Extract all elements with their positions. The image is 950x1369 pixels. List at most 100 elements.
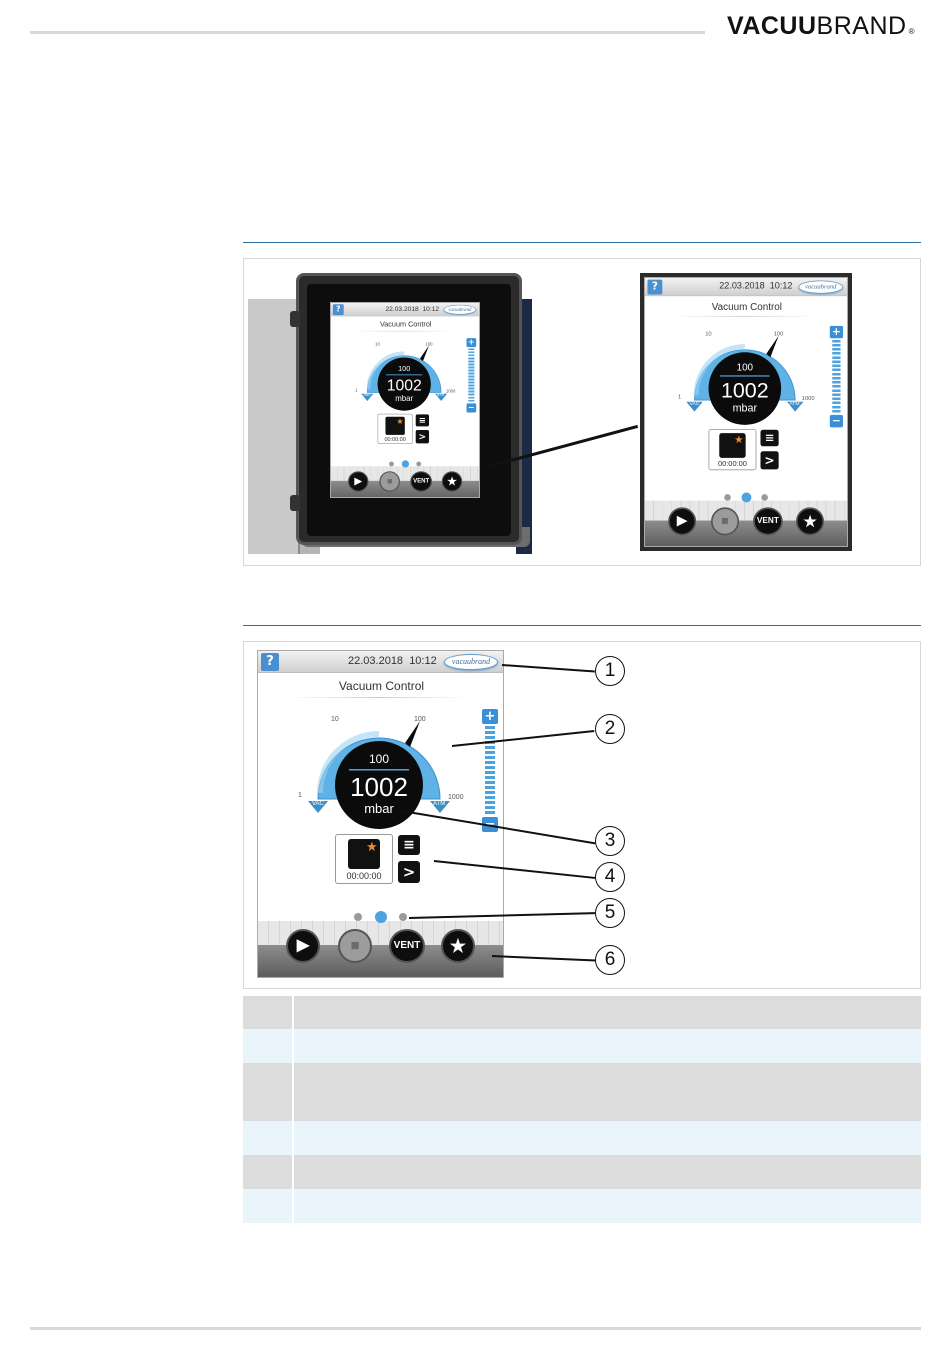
next-page-button[interactable]: > bbox=[398, 861, 420, 883]
help-button[interactable]: ? bbox=[647, 279, 663, 295]
legend-table bbox=[243, 996, 921, 1223]
pressure-scale[interactable]: + − bbox=[482, 709, 498, 833]
figure-1: ? 22.03.2018 10:12 vacuubrand Vacuum Con… bbox=[243, 258, 921, 566]
screen-title: Vacuum Control bbox=[338, 679, 425, 693]
increase-button[interactable]: + bbox=[482, 709, 498, 724]
elapsed-time: 00:00:00 bbox=[384, 436, 406, 443]
scale-ticks bbox=[485, 726, 495, 816]
svg-text:100: 100 bbox=[774, 332, 784, 338]
svg-text:10: 10 bbox=[705, 332, 711, 338]
next-page-button[interactable]: > bbox=[415, 430, 430, 444]
svg-text:ATM: ATM bbox=[789, 401, 799, 407]
increase-button[interactable]: + bbox=[466, 338, 477, 348]
elapsed-time: 00:00:00 bbox=[717, 459, 747, 468]
svg-text:1002: 1002 bbox=[721, 379, 769, 403]
stop-button[interactable]: ■ bbox=[338, 929, 372, 963]
svg-text:VAC: VAC bbox=[690, 401, 700, 407]
vacuubrand-logo: vacuubrand bbox=[444, 654, 498, 670]
process-chart-tile[interactable]: ★ 00:00:00 bbox=[377, 413, 413, 444]
stop-button[interactable]: ■ bbox=[379, 471, 400, 492]
page-dot[interactable] bbox=[389, 461, 394, 467]
status-bar: ? 22.03.2018 10:12 vacuubrand bbox=[645, 278, 847, 297]
favorites-button[interactable]: ★ bbox=[441, 929, 475, 963]
star-icon: ★ bbox=[396, 416, 404, 426]
favorites-button[interactable]: ★ bbox=[795, 507, 825, 536]
legend-row bbox=[243, 1155, 921, 1189]
svg-text:1: 1 bbox=[298, 792, 302, 799]
svg-text:10: 10 bbox=[375, 341, 380, 346]
title-divider bbox=[349, 330, 459, 332]
pressure-scale[interactable]: + − bbox=[466, 338, 477, 413]
svg-text:100: 100 bbox=[425, 341, 433, 346]
decrease-button[interactable]: − bbox=[829, 414, 843, 428]
menu-button[interactable]: ≡ bbox=[398, 835, 420, 855]
page-dot[interactable] bbox=[416, 461, 422, 467]
process-chart-tile[interactable]: ★ 00:00:00 bbox=[335, 834, 393, 884]
help-button[interactable]: ? bbox=[261, 653, 279, 671]
page-dot[interactable] bbox=[399, 913, 407, 921]
svg-text:VAC: VAC bbox=[364, 393, 372, 397]
play-button[interactable]: ▶ bbox=[668, 507, 697, 536]
page-dot[interactable] bbox=[354, 913, 362, 921]
callout-4: 4 bbox=[595, 862, 625, 892]
favorites-button[interactable]: ★ bbox=[441, 471, 463, 492]
legend-row bbox=[243, 1121, 921, 1155]
annotated-screen: ? 22.03.2018 10:12 vacuubrand Vacuum Con… bbox=[257, 650, 504, 978]
pressure-scale[interactable]: + − bbox=[829, 325, 843, 428]
vacuubrand-logo: vacuubrand bbox=[798, 280, 843, 294]
page-dot[interactable] bbox=[761, 494, 768, 501]
play-button[interactable]: ▶ bbox=[347, 471, 369, 492]
callout-line-1 bbox=[501, 664, 595, 672]
callout-2: 2 bbox=[595, 714, 625, 744]
svg-text:10: 10 bbox=[331, 716, 339, 723]
svg-text:1: 1 bbox=[355, 387, 358, 392]
device-screen: ? 22.03.2018 10:12 vacuubrand Vacuum Con… bbox=[330, 302, 480, 498]
play-button[interactable]: ▶ bbox=[286, 929, 320, 963]
vacuum-gauge: VAC ATM 1 10 100 1000 100 1002 mbar bbox=[294, 703, 464, 829]
svg-text:100: 100 bbox=[737, 362, 754, 373]
svg-text:ATM: ATM bbox=[433, 801, 445, 807]
date-time: 22.03.2018 10:12 bbox=[385, 305, 440, 313]
page-dot-active[interactable] bbox=[741, 492, 752, 503]
page-dot-active[interactable] bbox=[375, 911, 387, 923]
scale-ticks bbox=[832, 339, 841, 415]
legend-row bbox=[243, 1189, 921, 1223]
title-divider bbox=[288, 697, 468, 698]
help-button[interactable]: ? bbox=[332, 304, 344, 316]
svg-text:VAC: VAC bbox=[312, 801, 325, 807]
svg-text:1000: 1000 bbox=[802, 396, 815, 402]
vent-button[interactable]: VENT bbox=[753, 507, 783, 536]
svg-text:1000: 1000 bbox=[446, 389, 456, 394]
page-dot[interactable] bbox=[724, 494, 731, 501]
svg-text:mbar: mbar bbox=[395, 394, 413, 403]
figure-2-rule bbox=[243, 625, 921, 626]
vent-button[interactable]: VENT bbox=[410, 471, 433, 492]
decrease-button[interactable]: − bbox=[466, 403, 477, 413]
screen-title: Vacuum Control bbox=[379, 319, 432, 329]
next-page-button[interactable]: > bbox=[760, 451, 779, 470]
device-housing bbox=[248, 299, 300, 554]
callout-3: 3 bbox=[595, 826, 625, 856]
menu-button[interactable]: ≡ bbox=[415, 414, 430, 427]
title-divider bbox=[669, 315, 819, 317]
status-bar: ? 22.03.2018 10:12 vacuubrand bbox=[258, 651, 503, 673]
increase-button[interactable]: + bbox=[829, 325, 843, 339]
screen-title: Vacuum Control bbox=[711, 301, 783, 313]
menu-button[interactable]: ≡ bbox=[760, 429, 779, 447]
scale-ticks bbox=[468, 348, 475, 403]
vent-button[interactable]: VENT bbox=[389, 929, 425, 963]
process-chart-tile[interactable]: ★ 00:00:00 bbox=[708, 428, 757, 471]
device-hinge bbox=[290, 311, 300, 327]
svg-text:100: 100 bbox=[369, 752, 389, 766]
svg-text:mbar: mbar bbox=[733, 403, 758, 415]
footer-rule bbox=[30, 1327, 921, 1330]
svg-text:1002: 1002 bbox=[350, 772, 408, 802]
vacuubrand-logo: vacuubrand bbox=[443, 304, 477, 315]
date-time: 22.03.2018 10:12 bbox=[348, 655, 437, 667]
page-dot-active[interactable] bbox=[401, 460, 410, 468]
figure-2: ? 22.03.2018 10:12 vacuubrand Vacuum Con… bbox=[243, 641, 921, 989]
legend-row bbox=[243, 1029, 921, 1063]
stop-button[interactable]: ■ bbox=[711, 507, 740, 536]
star-icon: ★ bbox=[734, 433, 744, 446]
